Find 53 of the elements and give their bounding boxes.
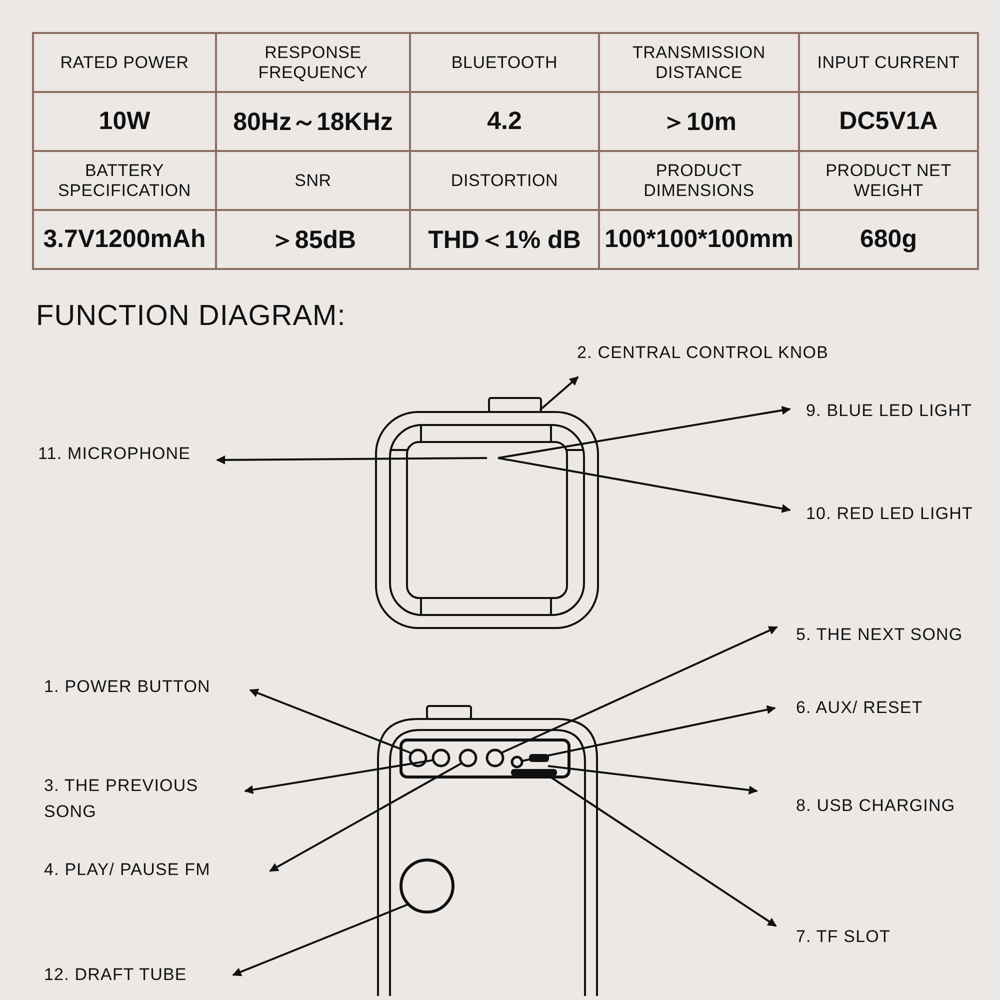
leader-arrow	[500, 626, 778, 754]
spec-value-cell: ＞10m	[599, 92, 799, 151]
spec-header-cell: BLUETOOTH	[410, 33, 599, 92]
spec-header-cell: DISTORTION	[410, 151, 599, 210]
leader-arrow	[522, 705, 776, 762]
spec-header-cell: RESPONSE FREQUENCY	[216, 33, 410, 92]
spec-header-cell: PRODUCT NET WEIGHT	[799, 151, 978, 210]
spec-value-cell: DC5V1A	[799, 92, 978, 151]
callout-label: 9. BLUE LED LIGHT	[806, 398, 996, 424]
callout-label: 8. USB CHARGING	[796, 793, 986, 819]
bass-port	[400, 858, 454, 914]
callout-label: 4. PLAY/ PAUSE FM	[44, 857, 244, 883]
leader-arrow	[216, 455, 487, 464]
spec-header-cell: BATTERY SPECIFICATION	[33, 151, 216, 210]
leader-arrow	[539, 376, 579, 411]
section-title: FUNCTION DIAGRAM:	[36, 300, 346, 333]
spec-header-cell: SNR	[216, 151, 410, 210]
leader-arrow	[498, 457, 791, 513]
callout-label: 5. THE NEXT SONG	[796, 622, 986, 648]
spec-value-cell: THD＜1% dB	[410, 210, 599, 269]
spec-header-cell: INPUT CURRENT	[799, 33, 978, 92]
spec-value-cell: 10W	[33, 92, 216, 151]
leader-arrow	[498, 406, 791, 459]
spec-header-cell: PRODUCT DIMENSIONS	[599, 151, 799, 210]
spec-value-cell: 4.2	[410, 92, 599, 151]
callout-label: 7. TF SLOT	[796, 924, 986, 950]
spec-header-cell: RATED POWER	[33, 33, 216, 92]
aux-jack	[510, 756, 524, 768]
callout-label: 12. DRAFT TUBE	[44, 962, 244, 988]
tf-card-slot	[511, 769, 557, 776]
spec-value-cell: 3.7V1200mAh	[33, 210, 216, 269]
spec-value-cell: 680g	[799, 210, 978, 269]
leader-arrow	[269, 762, 462, 872]
power-button-icon	[408, 748, 428, 768]
leader-arrow	[244, 759, 434, 794]
leader-arrow	[249, 688, 412, 754]
next-button-icon	[486, 748, 504, 768]
callout-label: 1. POWER BUTTON	[44, 674, 244, 700]
speaker-front-panel	[406, 441, 568, 599]
spec-value-cell: 100*100*100mm	[599, 210, 799, 269]
callout-label: 11. MICROPHONE	[38, 441, 208, 467]
spec-value-cell: 80Hz～18KHz	[216, 92, 410, 151]
previous-button-icon	[432, 748, 450, 768]
callout-label: 6. AUX/ RESET	[796, 695, 986, 721]
callout-label: 3. THE PREVIOUS SONG	[44, 773, 229, 825]
spec-header-cell: TRANSMISSION DISTANCE	[599, 33, 799, 92]
callout-label: 2. CENTRAL CONTROL KNOB	[577, 340, 877, 366]
leader-arrow	[232, 903, 410, 976]
control-knob	[488, 397, 542, 413]
spec-value-cell: ＞85dB	[216, 210, 410, 269]
play-pause-button-icon	[458, 748, 478, 768]
leader-arrow	[548, 765, 758, 794]
callout-label: 10. RED LED LIGHT	[806, 501, 996, 527]
